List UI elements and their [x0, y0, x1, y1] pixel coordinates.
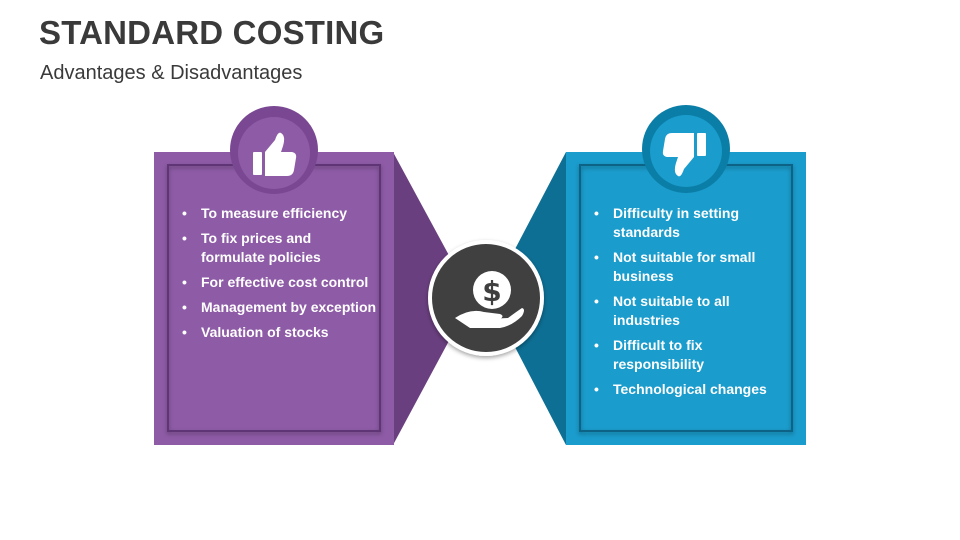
list-item: Not suitable to all industries: [590, 292, 780, 330]
list-item: Valuation of stocks: [178, 323, 378, 342]
list-item: Not suitable for small business: [590, 248, 780, 286]
advantages-list: To measure efficiency To fix prices and …: [178, 204, 378, 348]
list-item: To fix prices and formulate policies: [178, 229, 378, 267]
money-hand-icon: $: [455, 271, 524, 328]
advantages-wedge: [393, 152, 458, 445]
thumbs-up-icon: [253, 132, 297, 176]
disadvantages-list: Difficulty in setting standards Not suit…: [590, 204, 780, 405]
thumbs-down-icon: [662, 133, 706, 177]
svg-text:$: $: [482, 275, 501, 308]
list-item: Difficulty in setting standards: [590, 204, 780, 242]
list-item: Management by exception: [178, 298, 378, 317]
page-title: STANDARD COSTING: [39, 14, 385, 51]
list-item: To measure efficiency: [178, 204, 378, 223]
page-subtitle: Advantages & Disadvantages: [40, 62, 303, 84]
list-item: For effective cost control: [178, 273, 378, 292]
list-item: Difficult to fix responsibility: [590, 336, 780, 374]
list-item: Technological changes: [590, 380, 780, 399]
